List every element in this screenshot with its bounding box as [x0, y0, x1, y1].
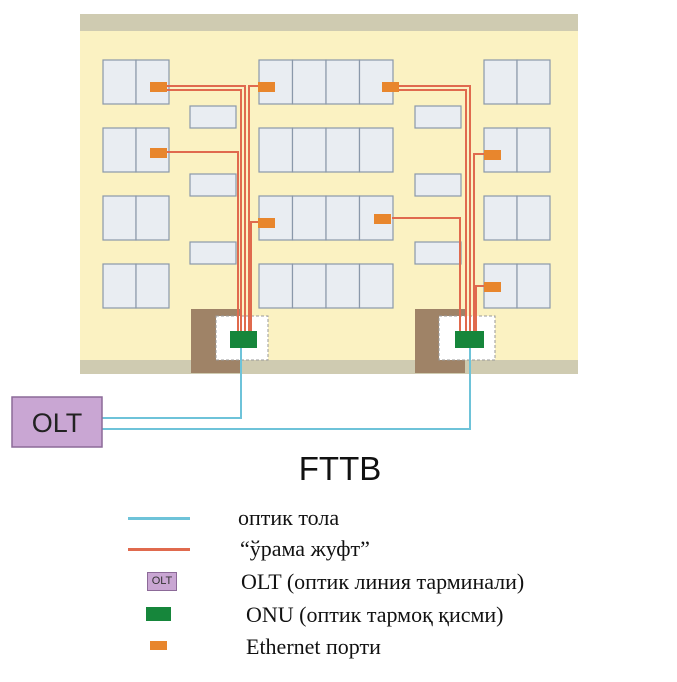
- olt-box: OLT: [11, 396, 103, 448]
- window-pane: [258, 127, 294, 173]
- window-pane: [135, 263, 170, 309]
- stairwell-window: [189, 241, 237, 265]
- ethernet-port: [484, 150, 501, 160]
- diagram-title: FTTB: [298, 450, 382, 487]
- twisted-pair-cables-right: [392, 85, 486, 332]
- stairwell-window: [414, 173, 462, 197]
- window-pane: [516, 59, 551, 105]
- legend-text-ethernet: Ethernet порти: [246, 634, 381, 659]
- window-pane: [291, 263, 327, 309]
- fiber-cables: [102, 348, 471, 430]
- twisted-pair-swatch-icon: [128, 548, 190, 551]
- fiber-swatch-icon: [128, 517, 190, 520]
- ethernet-port: [258, 82, 275, 92]
- window-pane: [258, 263, 294, 309]
- stairwell-window: [414, 105, 462, 129]
- olt-label: OLT: [32, 408, 83, 438]
- window-pane: [516, 195, 551, 241]
- ethernet-port: [382, 82, 399, 92]
- window-pane: [358, 127, 394, 173]
- window-pane: [325, 127, 361, 173]
- window-pane: [135, 195, 170, 241]
- legend-text-fiber: оптик тола: [238, 505, 340, 530]
- window-pane: [483, 59, 518, 105]
- ethernet-port: [258, 218, 275, 228]
- window-pane: [516, 263, 551, 309]
- window-pane: [516, 127, 551, 173]
- ethernet-port: [374, 214, 391, 224]
- building-roof: [80, 14, 578, 31]
- stairwell-window: [414, 241, 462, 265]
- onu-left: [230, 331, 257, 348]
- window-pane: [291, 195, 327, 241]
- stairwell-window: [189, 105, 237, 129]
- small-windows: [189, 105, 462, 265]
- window-pane: [325, 263, 361, 309]
- window-pane: [102, 59, 137, 105]
- onu-right: [455, 331, 484, 348]
- ethernet-port: [150, 82, 167, 92]
- window-pane: [102, 263, 137, 309]
- window-pane: [102, 195, 137, 241]
- window-pane: [483, 195, 518, 241]
- legend-text-olt: OLT (оптик линия тарминали): [241, 569, 525, 594]
- ethernet-ports: [150, 82, 501, 292]
- window-pane: [358, 263, 394, 309]
- window-pane: [291, 127, 327, 173]
- legend-text-onu: ONU (оптик тармоқ қисми): [246, 602, 504, 627]
- window-pane: [102, 127, 137, 173]
- window-pane: [325, 59, 361, 105]
- legend-text-twisted-pair: “ўрама жуфт”: [240, 536, 370, 561]
- onu-swatch-icon: [146, 607, 171, 621]
- building-foundation: [80, 360, 578, 374]
- olt-swatch-icon: OLT: [147, 572, 177, 591]
- ethernet-port-swatch-icon: [150, 641, 167, 650]
- ethernet-port: [150, 148, 167, 158]
- ethernet-port: [484, 282, 501, 292]
- window-pane: [291, 59, 327, 105]
- window-pane: [325, 195, 361, 241]
- stairwell-window: [189, 173, 237, 197]
